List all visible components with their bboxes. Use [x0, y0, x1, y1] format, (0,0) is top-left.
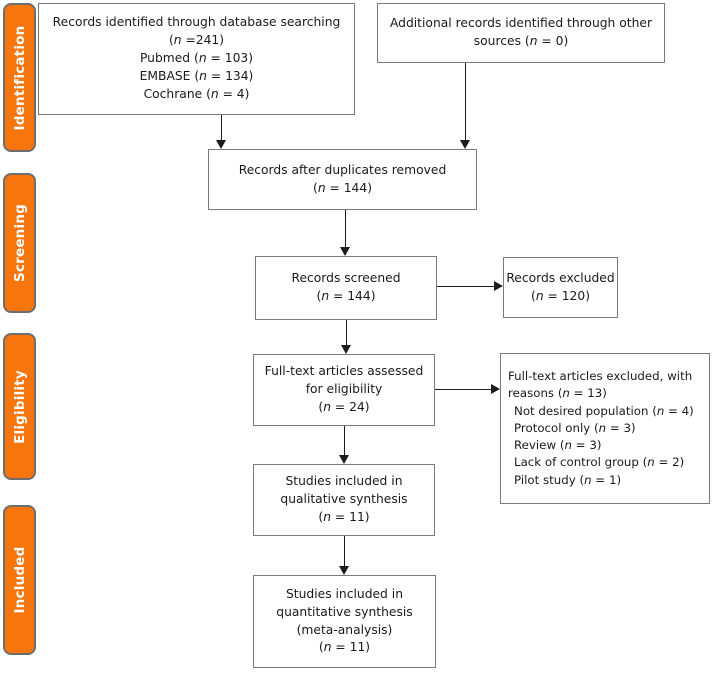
- arrow-down-icon: [460, 140, 470, 149]
- arrow-line: [221, 115, 222, 141]
- box-line: Records identified through database sear…: [52, 15, 341, 30]
- box-line: (meta-analysis): [296, 622, 393, 637]
- box-line: Records screened: [291, 271, 401, 286]
- box-line: Pubmed (n = 103): [139, 51, 254, 66]
- box-line: quantitative synthesis: [276, 604, 413, 619]
- box-after-duplicates: Records after duplicates removed (n = 14…: [208, 149, 477, 210]
- box-line: (n = 144): [316, 289, 376, 303]
- arrow-down-icon: [339, 566, 349, 575]
- box-line: Full-text articles excluded, with: [508, 368, 693, 383]
- box-line: Additional records identified through ot…: [389, 16, 653, 31]
- box-records-identified-db: Records identified through database sear…: [38, 3, 355, 115]
- box-line: Protocol only (n = 3): [514, 420, 636, 435]
- arrow-line: [344, 426, 345, 455]
- box-line: Records after duplicates removed: [238, 162, 447, 177]
- box-line: Lack of control group (n = 2): [514, 455, 685, 470]
- box-line: (n = 144): [313, 180, 372, 195]
- box-fulltext-excluded: Full-text articles excluded, with reason…: [500, 353, 710, 504]
- box-quantitative-synthesis: Studies included in quantitative synthes…: [253, 575, 436, 668]
- stage-label-text: Identification: [11, 25, 28, 130]
- box-line: Records excluded: [506, 270, 615, 285]
- stage-label-text: Screening: [11, 203, 28, 283]
- arrow-down-icon: [339, 455, 349, 464]
- box-line: EMBASE (n = 134): [139, 68, 254, 83]
- box-line: Full-text articles assessed: [264, 364, 424, 379]
- arrow-down-icon: [340, 247, 350, 256]
- box-line: Cochrane (n = 4): [143, 86, 250, 101]
- arrow-right-icon: [494, 281, 503, 291]
- box-line: Studies included in: [285, 474, 403, 489]
- arrow-down-icon: [341, 345, 351, 354]
- box-line: (n = 120): [531, 288, 590, 303]
- stage-label-text: Included: [11, 546, 28, 614]
- stage-label-identification: Identification: [3, 3, 36, 152]
- arrow-right-icon: [491, 384, 500, 394]
- arrow-line: [437, 286, 494, 287]
- box-line: (n = 11): [318, 640, 371, 655]
- box-line: for eligibility: [305, 382, 383, 397]
- box-line: (n = 11): [318, 509, 370, 524]
- arrow-line: [344, 536, 345, 566]
- arrow-line: [346, 320, 347, 345]
- arrow-line: [465, 63, 466, 140]
- stage-label-text: Eligibility: [11, 369, 28, 444]
- box-line: (n =241): [168, 33, 225, 48]
- box-line: Studies included in: [285, 586, 403, 601]
- arrow-line: [345, 210, 346, 247]
- stage-label-screening: Screening: [3, 173, 36, 313]
- box-line: Pilot study (n = 1): [514, 472, 622, 487]
- box-line: (n = 24): [318, 399, 370, 414]
- box-line: Not desired population (n = 4): [514, 403, 694, 418]
- box-line: reasons (n = 13): [508, 386, 607, 401]
- box-additional-records: Additional records identified through ot…: [377, 3, 665, 63]
- box-line: sources (n = 0): [473, 34, 569, 48]
- box-qualitative-synthesis: Studies included in qualitative synthesi…: [253, 464, 435, 536]
- arrow-down-icon: [216, 140, 226, 149]
- box-fulltext-assessed: Full-text articles assessed for eligibil…: [253, 354, 435, 426]
- stage-label-eligibility: Eligibility: [3, 333, 36, 480]
- stage-label-included: Included: [3, 505, 36, 655]
- box-line: qualitative synthesis: [280, 492, 408, 507]
- arrow-line: [435, 389, 491, 390]
- box-line: Review (n = 3): [514, 438, 602, 453]
- box-records-screened: Records screened (n = 144): [255, 256, 437, 320]
- box-records-excluded: Records excluded (n = 120): [503, 257, 618, 318]
